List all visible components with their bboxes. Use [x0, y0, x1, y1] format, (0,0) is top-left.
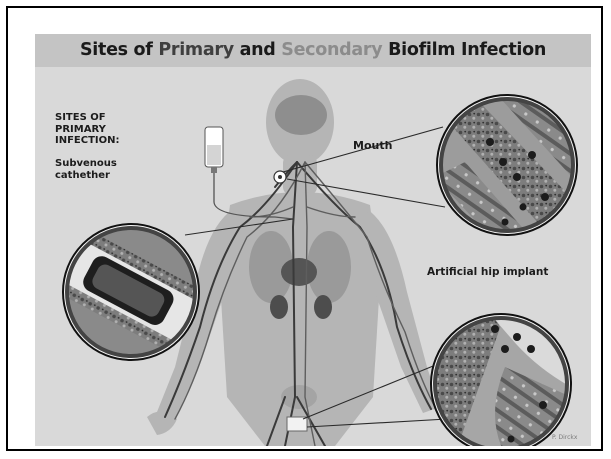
subvenous-line-2: cathether — [55, 170, 117, 182]
mouth-label: Mouth — [353, 139, 392, 152]
artist-credit: P. Dirckx — [552, 434, 577, 441]
title-secondary-word: Secondary — [281, 40, 382, 60]
title-part-2: and — [234, 40, 281, 60]
diagram-title: Sites of Primary and Secondary Biofilm I… — [35, 34, 591, 67]
subvenous-line-1: Subvenous — [55, 158, 117, 170]
primary-sites-line-2: PRIMARY — [55, 124, 120, 136]
hip-implant-label: Artificial hip implant — [427, 266, 548, 278]
biofilm-diagram-panel: Sites of Primary and Secondary Biofilm I… — [35, 34, 591, 446]
primary-sites-heading: SITES OF PRIMARY INFECTION: — [55, 112, 120, 147]
title-primary-word: Primary — [158, 40, 233, 60]
hip-magnifier — [431, 314, 571, 446]
primary-sites-line-3: INFECTION: — [55, 135, 120, 147]
subvenous-catheter-label: Subvenous cathether — [55, 158, 117, 181]
figure-frame: Sites of Primary and Secondary Biofilm I… — [6, 6, 603, 451]
primary-sites-line-1: SITES OF — [55, 112, 120, 124]
title-part-3: Biofilm Infection — [382, 40, 546, 60]
head-lesion-icon — [274, 171, 286, 183]
mouth-magnifier — [435, 87, 590, 245]
title-part-1: Sites of — [80, 40, 158, 60]
